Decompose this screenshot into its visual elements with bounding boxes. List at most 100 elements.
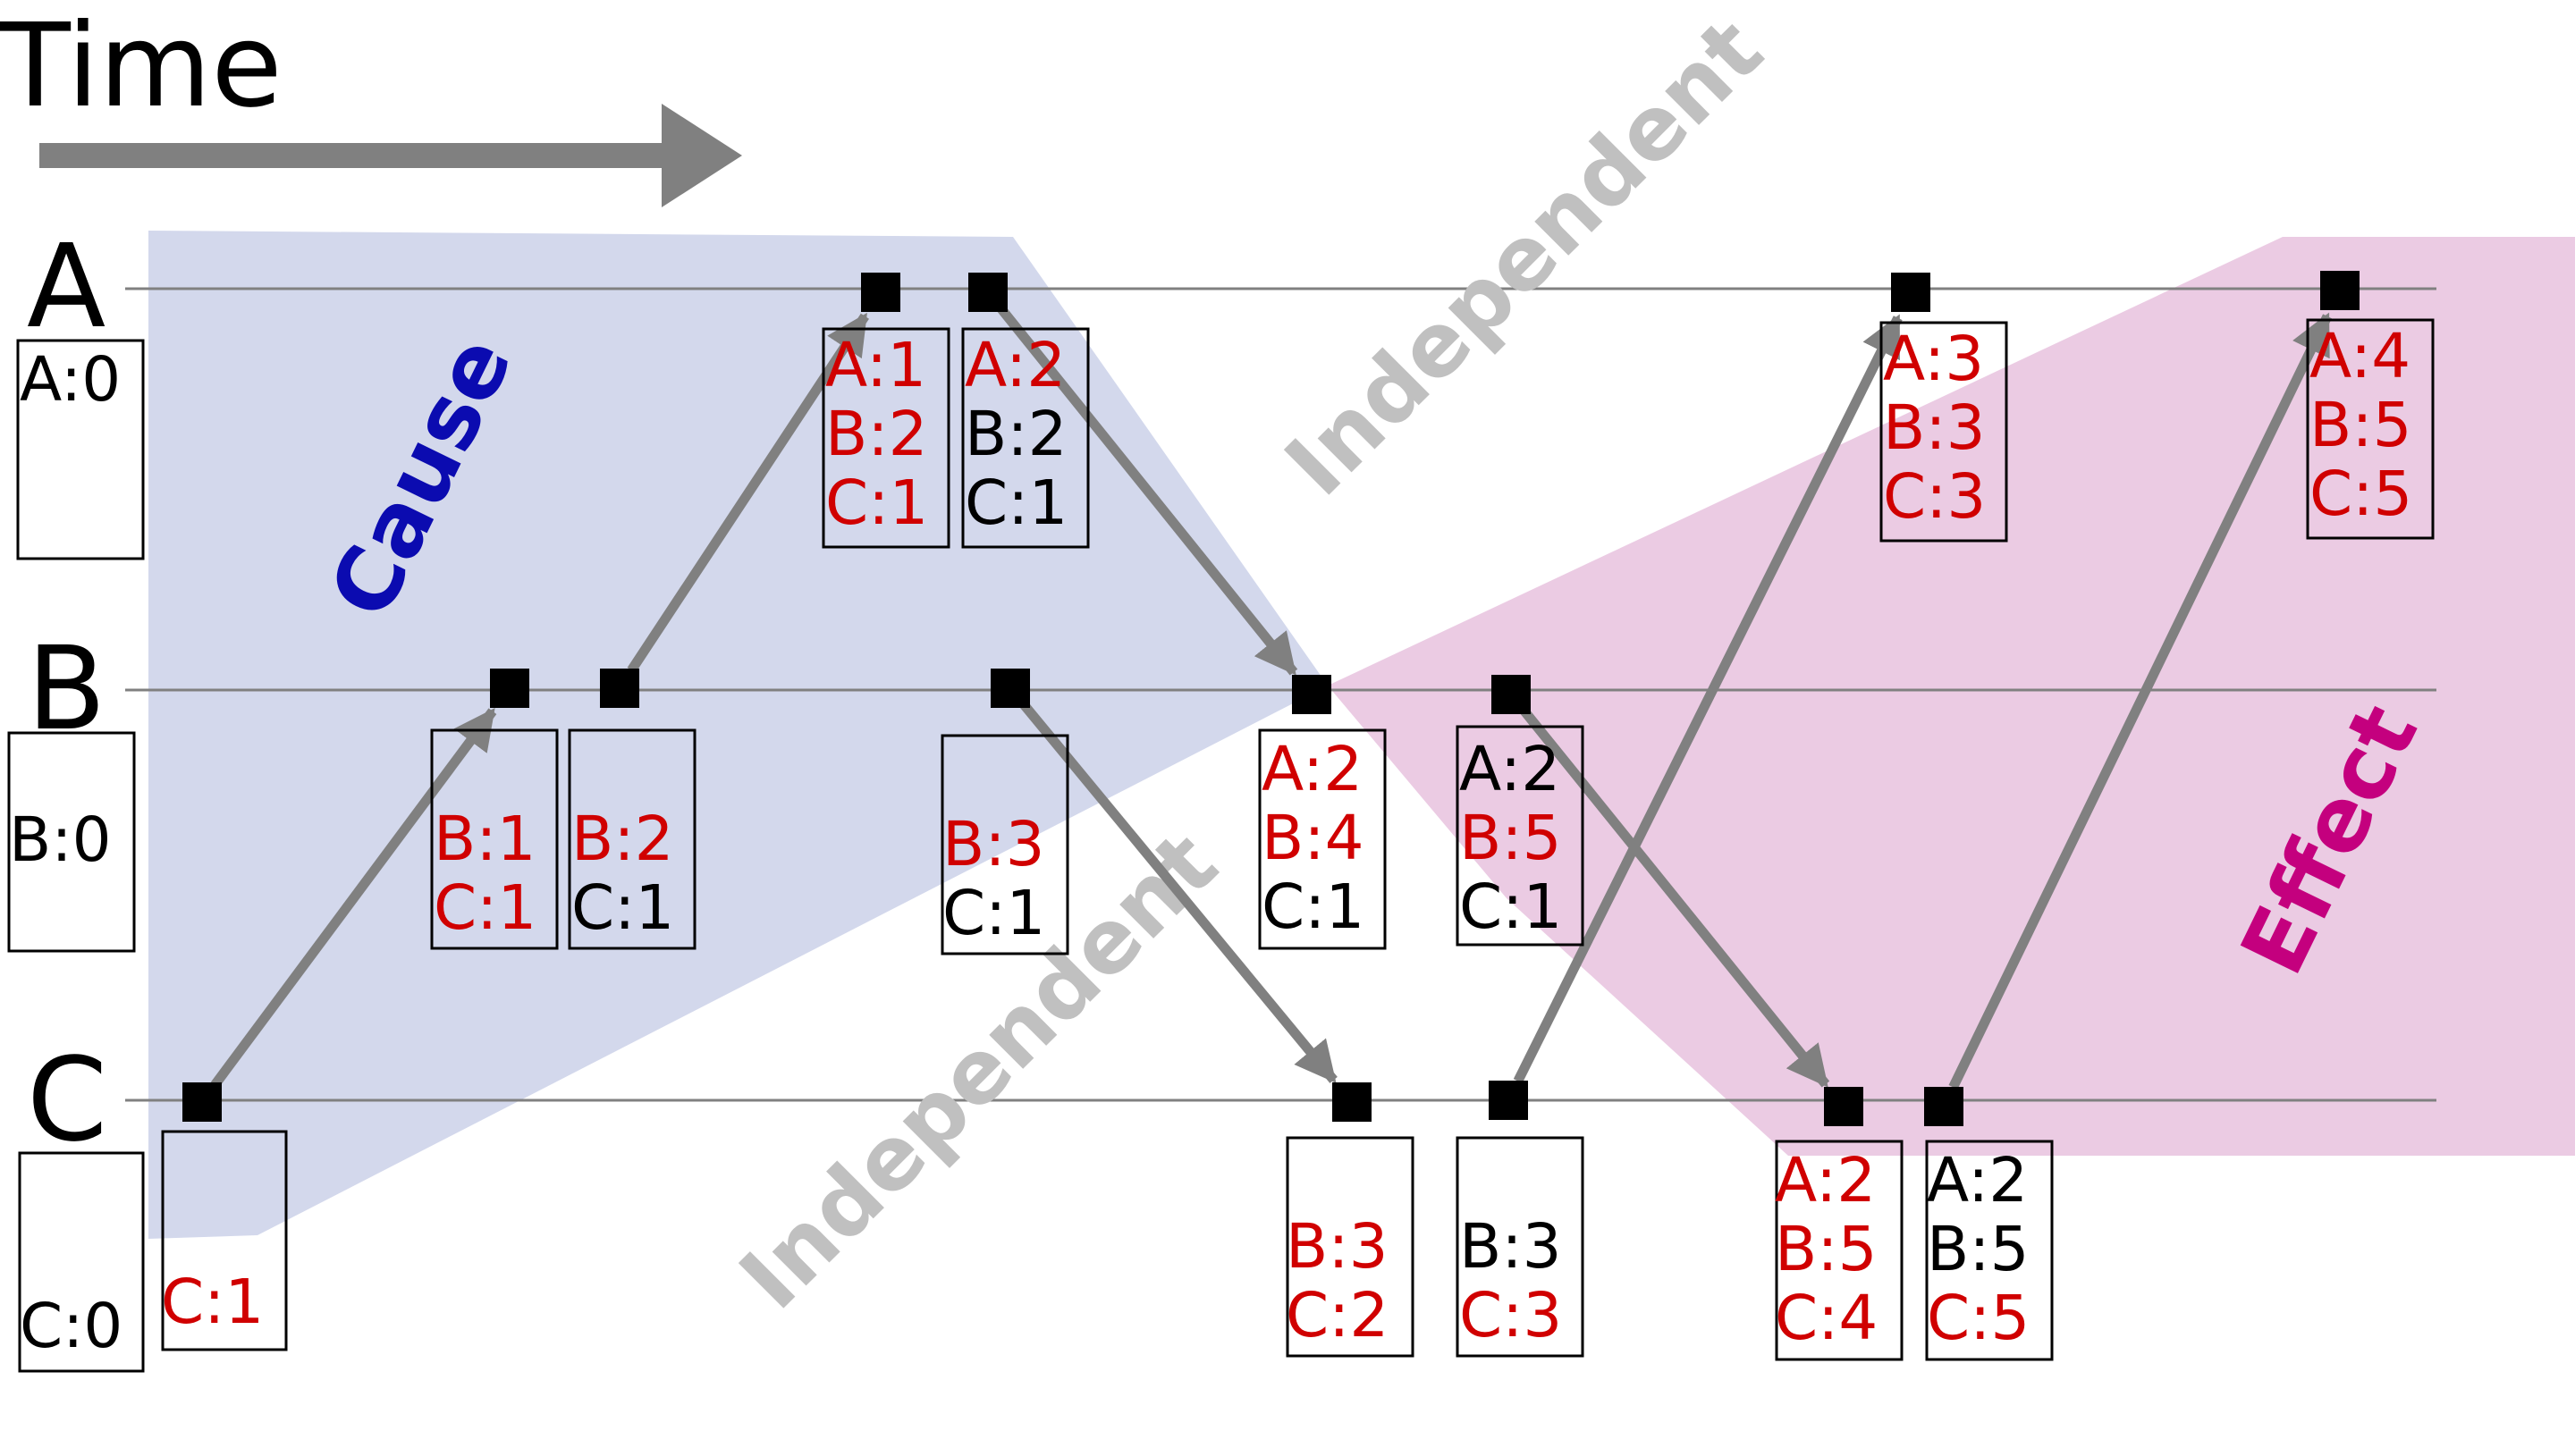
clock-entry: B:2 bbox=[965, 399, 1067, 470]
clock-entry: B:3 bbox=[942, 809, 1044, 880]
effect-region bbox=[1328, 237, 2575, 1156]
clock-entry: B:4 bbox=[1262, 803, 1363, 874]
event-marker-b2 bbox=[600, 669, 639, 708]
clock-entry: A:2 bbox=[965, 330, 1066, 401]
initial-clock-b: B:0 bbox=[7, 731, 136, 953]
time-arrow bbox=[39, 104, 742, 207]
event-c2: B:3C:2 bbox=[1286, 1082, 1414, 1358]
event-a1: A:1B:2C:1 bbox=[822, 273, 950, 549]
clock-entry: B:2 bbox=[571, 804, 673, 875]
events: C:1B:1C:1B:2C:1A:1B:2C:1A:2B:2C:1B:3C:1A… bbox=[161, 271, 2435, 1361]
event-marker-b4 bbox=[1292, 675, 1331, 714]
clock-entry: B:3 bbox=[1883, 392, 1985, 464]
message-arrow-b5-c4 bbox=[1520, 708, 1830, 1088]
event-b3: B:3C:1 bbox=[941, 669, 1069, 955]
clock-box-b4 bbox=[1258, 728, 1387, 950]
clock-entry: B:5 bbox=[2309, 390, 2411, 461]
process-label-c: C bbox=[27, 1033, 107, 1167]
clock-entry: C:1 bbox=[434, 872, 536, 944]
initial-clock-a: A:0 bbox=[16, 339, 145, 560]
initial-clock-c-text: C:0 bbox=[20, 1291, 122, 1362]
clock-box-c4 bbox=[1775, 1140, 1904, 1361]
event-b4: A:2B:4C:1 bbox=[1258, 675, 1387, 950]
message-arrow-c3-a3 bbox=[1513, 314, 1903, 1083]
event-marker-c1 bbox=[182, 1082, 222, 1122]
clock-entry: A:1 bbox=[825, 330, 926, 401]
clock-entry: B:3 bbox=[1459, 1211, 1561, 1283]
clock-entry: C:1 bbox=[161, 1267, 264, 1338]
cause-region bbox=[148, 231, 1328, 1239]
clock-entry: C:1 bbox=[571, 872, 674, 944]
event-b1: B:1C:1 bbox=[430, 669, 559, 950]
event-marker-c3 bbox=[1489, 1081, 1528, 1120]
independent-label-top: Independent bbox=[1266, 0, 1782, 516]
clock-box-c1 bbox=[161, 1130, 288, 1351]
clock-entry: A:2 bbox=[1927, 1145, 2028, 1216]
event-marker-a4 bbox=[2320, 271, 2360, 310]
event-marker-b1 bbox=[490, 669, 529, 708]
event-a3: A:3B:3C:3 bbox=[1879, 273, 2008, 543]
clock-entry: B:3 bbox=[1286, 1211, 1388, 1283]
event-c3: B:3C:3 bbox=[1456, 1081, 1584, 1358]
event-c4: A:2B:5C:4 bbox=[1775, 1087, 1904, 1361]
clock-entry: B:5 bbox=[1459, 803, 1561, 874]
clock-entry: C:4 bbox=[1775, 1283, 1878, 1354]
clock-box-a1 bbox=[822, 327, 950, 549]
clock-box-c5 bbox=[1925, 1140, 2054, 1361]
initial-clock-c: C:0 bbox=[18, 1151, 145, 1373]
event-marker-b3 bbox=[991, 669, 1030, 708]
clock-box-c3 bbox=[1456, 1136, 1584, 1358]
clock-entry: B:5 bbox=[1775, 1214, 1877, 1285]
clock-entry: B:5 bbox=[1927, 1214, 2029, 1285]
message-arrow-c5-a4 bbox=[1948, 312, 2332, 1090]
clock-entry: C:1 bbox=[1459, 871, 1562, 943]
event-b5: A:2B:5C:1 bbox=[1456, 675, 1584, 947]
clock-entry: C:5 bbox=[2309, 459, 2412, 530]
clock-entry: B:1 bbox=[434, 804, 536, 875]
clock-box-b2 bbox=[568, 728, 697, 950]
clock-entry: A:3 bbox=[1883, 324, 1984, 395]
initial-clock-b-text: B:0 bbox=[9, 804, 111, 876]
clock-entry: C:1 bbox=[825, 467, 928, 539]
event-marker-c4 bbox=[1824, 1087, 1863, 1126]
time-title: Time bbox=[0, 0, 283, 133]
event-marker-a1 bbox=[861, 273, 900, 312]
message-arrow-c1-b1 bbox=[210, 707, 497, 1089]
event-marker-c5 bbox=[1924, 1087, 1963, 1126]
message-arrow-a2-b4 bbox=[997, 306, 1298, 676]
clock-box-b5 bbox=[1456, 725, 1584, 947]
clock-box-c2 bbox=[1286, 1136, 1414, 1358]
event-marker-a2 bbox=[968, 273, 1008, 312]
clock-entry: C:3 bbox=[1459, 1280, 1562, 1351]
clock-box-a3 bbox=[1879, 321, 2008, 543]
message-arrow-b2-a1 bbox=[627, 312, 869, 673]
clock-entry: C:2 bbox=[1286, 1280, 1389, 1351]
clock-entry: A:2 bbox=[1459, 734, 1560, 805]
clock-entry: A:2 bbox=[1775, 1145, 1876, 1216]
clock-box-b3 bbox=[941, 734, 1069, 955]
event-marker-c2 bbox=[1332, 1082, 1372, 1122]
process-label-a: A bbox=[27, 220, 106, 354]
event-a2: A:2B:2C:1 bbox=[961, 273, 1090, 549]
clock-box-b1 bbox=[430, 728, 559, 950]
event-a4: A:4B:5C:5 bbox=[2306, 271, 2435, 540]
clock-entry: C:1 bbox=[965, 467, 1068, 539]
clock-entry: C:3 bbox=[1883, 461, 1986, 533]
event-b2: B:2C:1 bbox=[568, 669, 697, 950]
event-c1: C:1 bbox=[161, 1082, 288, 1351]
initial-clock-a-text: A:0 bbox=[20, 344, 121, 416]
clock-box-a2 bbox=[961, 327, 1090, 549]
clock-entry: A:2 bbox=[1262, 734, 1363, 805]
clock-entry: C:1 bbox=[1262, 871, 1364, 943]
event-marker-a3 bbox=[1891, 273, 1930, 312]
clock-box-a4 bbox=[2306, 318, 2435, 540]
clock-entry: B:2 bbox=[825, 399, 927, 470]
message-arrow-b3-c2 bbox=[1020, 702, 1338, 1083]
clock-entry: A:4 bbox=[2309, 321, 2410, 392]
clock-entry: C:5 bbox=[1927, 1283, 2030, 1354]
message-arrows bbox=[210, 306, 2332, 1090]
event-marker-b5 bbox=[1491, 675, 1531, 714]
event-c5: A:2B:5C:5 bbox=[1924, 1087, 2054, 1361]
clock-entry: C:1 bbox=[942, 878, 1045, 949]
